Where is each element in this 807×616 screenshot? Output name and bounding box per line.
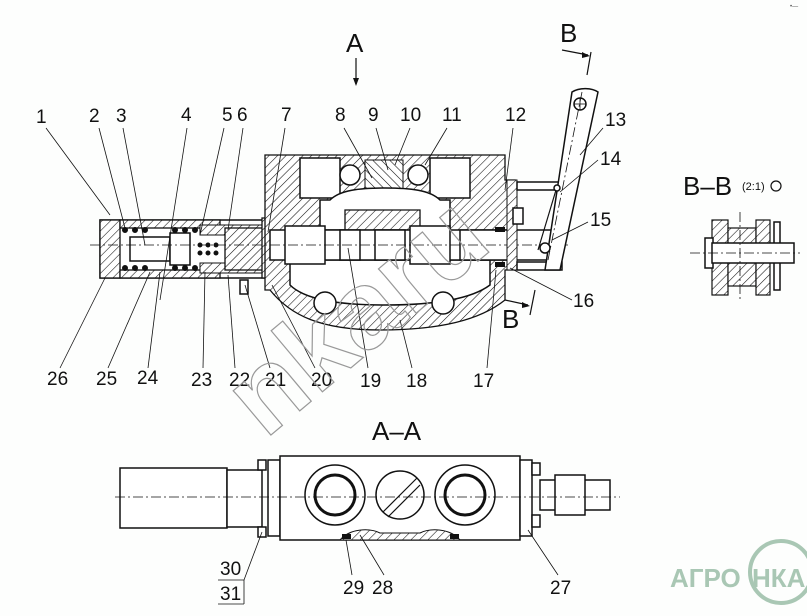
- view-label-b-bottom: B: [502, 304, 519, 334]
- section-arrow-b-top: B: [560, 18, 592, 76]
- callout-25: 25: [96, 369, 117, 390]
- callout-15: 15: [590, 210, 611, 231]
- callout-22: 22: [229, 370, 250, 391]
- callout-7: 7: [281, 105, 292, 126]
- view-label-b-top: B: [560, 18, 577, 48]
- callout-14: 14: [600, 149, 622, 170]
- callout-20: 20: [311, 370, 332, 391]
- callout-29: 29: [343, 578, 364, 599]
- section-aa-title: A–A: [372, 416, 422, 446]
- view-arrow-a: A: [346, 28, 364, 86]
- callout-16: 16: [573, 291, 594, 312]
- callout-13: 13: [605, 110, 626, 131]
- logo-text-right: НКА: [752, 563, 806, 593]
- section-bb-scale: (2:1): [742, 181, 765, 193]
- callout-27: 27: [550, 578, 571, 599]
- callout-19: 19: [360, 371, 381, 392]
- section-bb-view: B–B (2:1): [683, 171, 800, 302]
- callout-17: 17: [473, 371, 494, 392]
- agronka-logo: АГРО НКА: [670, 539, 807, 605]
- callout-8: 8: [335, 105, 346, 126]
- callout-18: 18: [406, 371, 427, 392]
- corner-mark: •—: [790, 4, 798, 10]
- callout-4: 4: [181, 105, 192, 126]
- main-section-view: B: [90, 87, 599, 334]
- section-bb-title: B–B: [683, 171, 732, 201]
- callout-26: 26: [47, 369, 68, 390]
- callout-1: 1: [36, 107, 47, 128]
- callouts-bottom: 26 25 24 23 22 21 20 19 18 17: [47, 247, 497, 392]
- callout-24: 24: [137, 368, 159, 389]
- callouts-right: 13 14 15 16: [509, 110, 626, 312]
- callout-31: 31: [220, 584, 241, 605]
- callout-30: 30: [220, 559, 241, 580]
- callout-21: 21: [265, 370, 286, 391]
- logo-text-left: АГРО: [670, 563, 741, 593]
- callout-23: 23: [191, 370, 212, 391]
- view-label-a: A: [346, 28, 364, 58]
- callout-3: 3: [116, 106, 127, 127]
- callout-2: 2: [89, 106, 100, 127]
- callout-6: 6: [237, 105, 248, 126]
- callout-9: 9: [368, 105, 379, 126]
- section-aa-view: A–A: [115, 416, 620, 541]
- logo-circle: [748, 539, 807, 605]
- callout-28: 28: [372, 578, 393, 599]
- callout-5: 5: [222, 105, 233, 126]
- callouts-aa: 30 31 29 28 27: [218, 529, 571, 605]
- callouts-top: 1 2 3 4 5 6 7 8 9 10 11 12: [36, 105, 526, 301]
- rotation-symbol-icon: [770, 180, 782, 192]
- callout-11: 11: [442, 105, 462, 126]
- callout-12: 12: [505, 105, 526, 126]
- callout-10: 10: [400, 105, 421, 126]
